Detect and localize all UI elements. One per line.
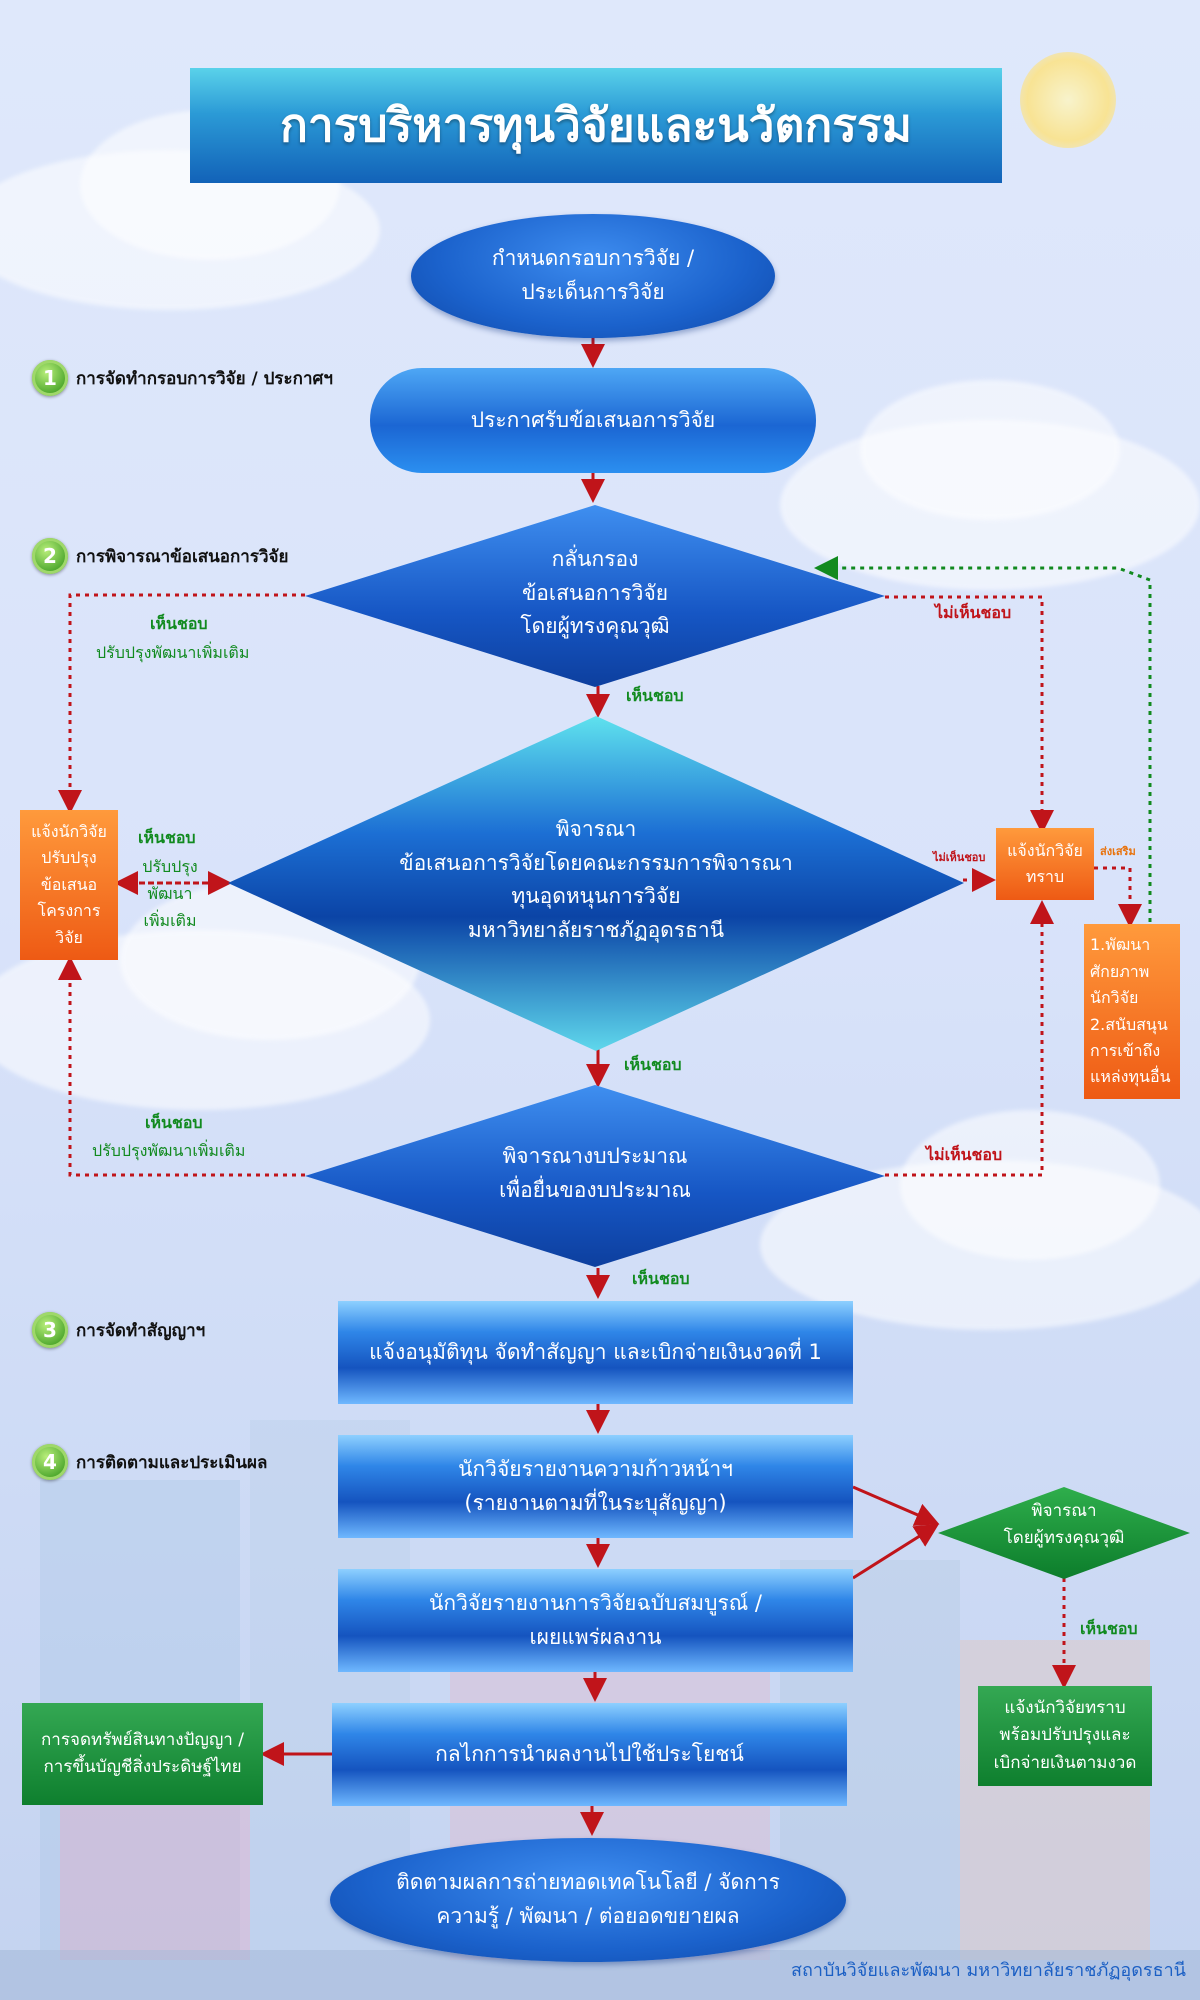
label-approve: เห็นชอบ	[1080, 1619, 1138, 1638]
step-label: การติดตามและประเมินผล	[76, 1452, 268, 1473]
footer-org: สถาบันวิจัยและพัฒนา มหาวิทยาลัยราชภัฏอุด…	[790, 1960, 1186, 1981]
dotted-promote-screen	[814, 556, 1152, 922]
label-reject: ไม่เห็นชอบ	[926, 1145, 1003, 1164]
label-approve: เห็นชอบ	[145, 1113, 203, 1132]
end-node: ติดตามผลการถ่ายทอดเทคโนโลยี / จัดการ ควา…	[330, 1838, 846, 1962]
promote-box: 1.พัฒนา ศักยภาพ นักวิจัย 2.สนับสนุน การเ…	[1084, 924, 1180, 1099]
label-improve: ปรับปรุงพัฒนาเพิ่มเติม	[92, 1141, 246, 1160]
page-title: การบริหารทุนวิจัยและนวัตกรรม	[190, 68, 1002, 183]
ip-box: การจดทรัพย์สินทางปัญญา / การขึ้นบัญชีสิ่…	[22, 1703, 263, 1805]
dotted-reject-promote	[1094, 866, 1142, 928]
step-3: 3 การจัดทำสัญญาฯ	[32, 1312, 205, 1348]
label-approve: เห็นชอบ	[150, 614, 208, 633]
progress-node: นักวิจัยรายงานความก้าวหน้าฯ (รายงานตามที…	[338, 1435, 853, 1538]
notify-pay-box: แจ้งนักวิจัยทราบ พร้อมปรับปรุงและ เบิกจ่…	[978, 1686, 1152, 1786]
step-label: การจัดทำสัญญาฯ	[76, 1320, 206, 1341]
cloud-decoration	[860, 380, 1120, 520]
label-approve: เห็นชอบ	[626, 686, 684, 705]
label-reject: ไม่เห็นชอบ	[935, 603, 1012, 622]
label-approve: เห็นชอบ	[138, 828, 196, 847]
announce-node: ประกาศรับข้อเสนอการวิจัย	[370, 368, 816, 473]
label-promote: ส่งเสริม	[1100, 845, 1136, 858]
notify-reject-box: แจ้งนักวิจัย ทราบ	[996, 828, 1094, 900]
committee-diamond	[228, 716, 964, 1051]
dotted-screen-improve	[58, 593, 305, 814]
label-approve: เห็นชอบ	[624, 1055, 682, 1074]
step-label: การจัดทำกรอบการวิจัย / ประกาศฯ	[76, 368, 333, 389]
step-label: การพิจารณาข้อเสนอการวิจัย	[76, 546, 289, 567]
dotted-budget-reject	[885, 900, 1054, 1177]
arrow-progress-expert	[852, 1485, 940, 1526]
expert-review-text: พิจารณา โดยผู้ทรงคุณวุฒิ	[1003, 1501, 1125, 1549]
sun-icon	[1020, 52, 1116, 148]
label-improve: ปรับปรุง พัฒนา เพิ่มเติม	[142, 857, 198, 931]
label-approve: เห็นชอบ	[632, 1269, 690, 1288]
screen-diamond	[305, 505, 885, 687]
contract-node: แจ้งอนุมัติทุน จัดทำสัญญา และเบิกจ่ายเงิ…	[338, 1301, 853, 1404]
step-1: 1 การจัดทำกรอบการวิจัย / ประกาศฯ	[32, 360, 333, 396]
step-number: 1	[32, 360, 68, 396]
budget-diamond	[305, 1085, 885, 1267]
label-reject: ไม่เห็นชอบ	[933, 851, 986, 864]
step-number: 3	[32, 1312, 68, 1348]
utilize-node: กลไกการนำผลงานไปใช้ประโยชน์	[332, 1703, 847, 1806]
step-2: 2 การพิจารณาข้อเสนอการวิจัย	[32, 538, 288, 574]
screen-node-text: กลั่นกรอง ข้อเสนอการวิจัย โดยผู้ทรงคุณวุ…	[520, 547, 670, 639]
cloud-decoration	[900, 1110, 1160, 1260]
building-decoration	[60, 1790, 250, 1960]
start-node: กำหนดกรอบการวิจัย / ประเด็นการวิจัย	[411, 214, 775, 338]
arrow-final-expert	[852, 1523, 940, 1580]
final-report-node: นักวิจัยรายงานการวิจัยฉบับสมบูรณ์ / เผยแ…	[338, 1569, 853, 1672]
dotted-screen-reject	[885, 595, 1054, 834]
step-number: 4	[32, 1444, 68, 1480]
dotted-budget-improve	[58, 956, 305, 1177]
notify-improve-box: แจ้งนักวิจัย ปรับปรุง ข้อเสนอ โครงการ วิ…	[20, 810, 118, 960]
step-4: 4 การติดตามและประเมินผล	[32, 1444, 267, 1480]
step-number: 2	[32, 538, 68, 574]
budget-node-text: พิจารณางบประมาณ เพื่อยื่นของบประมาณ	[499, 1144, 691, 1202]
expert-review-diamond	[938, 1487, 1190, 1579]
committee-node-text: พิจารณา ข้อเสนอการวิจัยโดยคณะกรรมการพิจา…	[399, 817, 793, 942]
label-improve: ปรับปรุงพัฒนาเพิ่มเติม	[96, 643, 250, 662]
